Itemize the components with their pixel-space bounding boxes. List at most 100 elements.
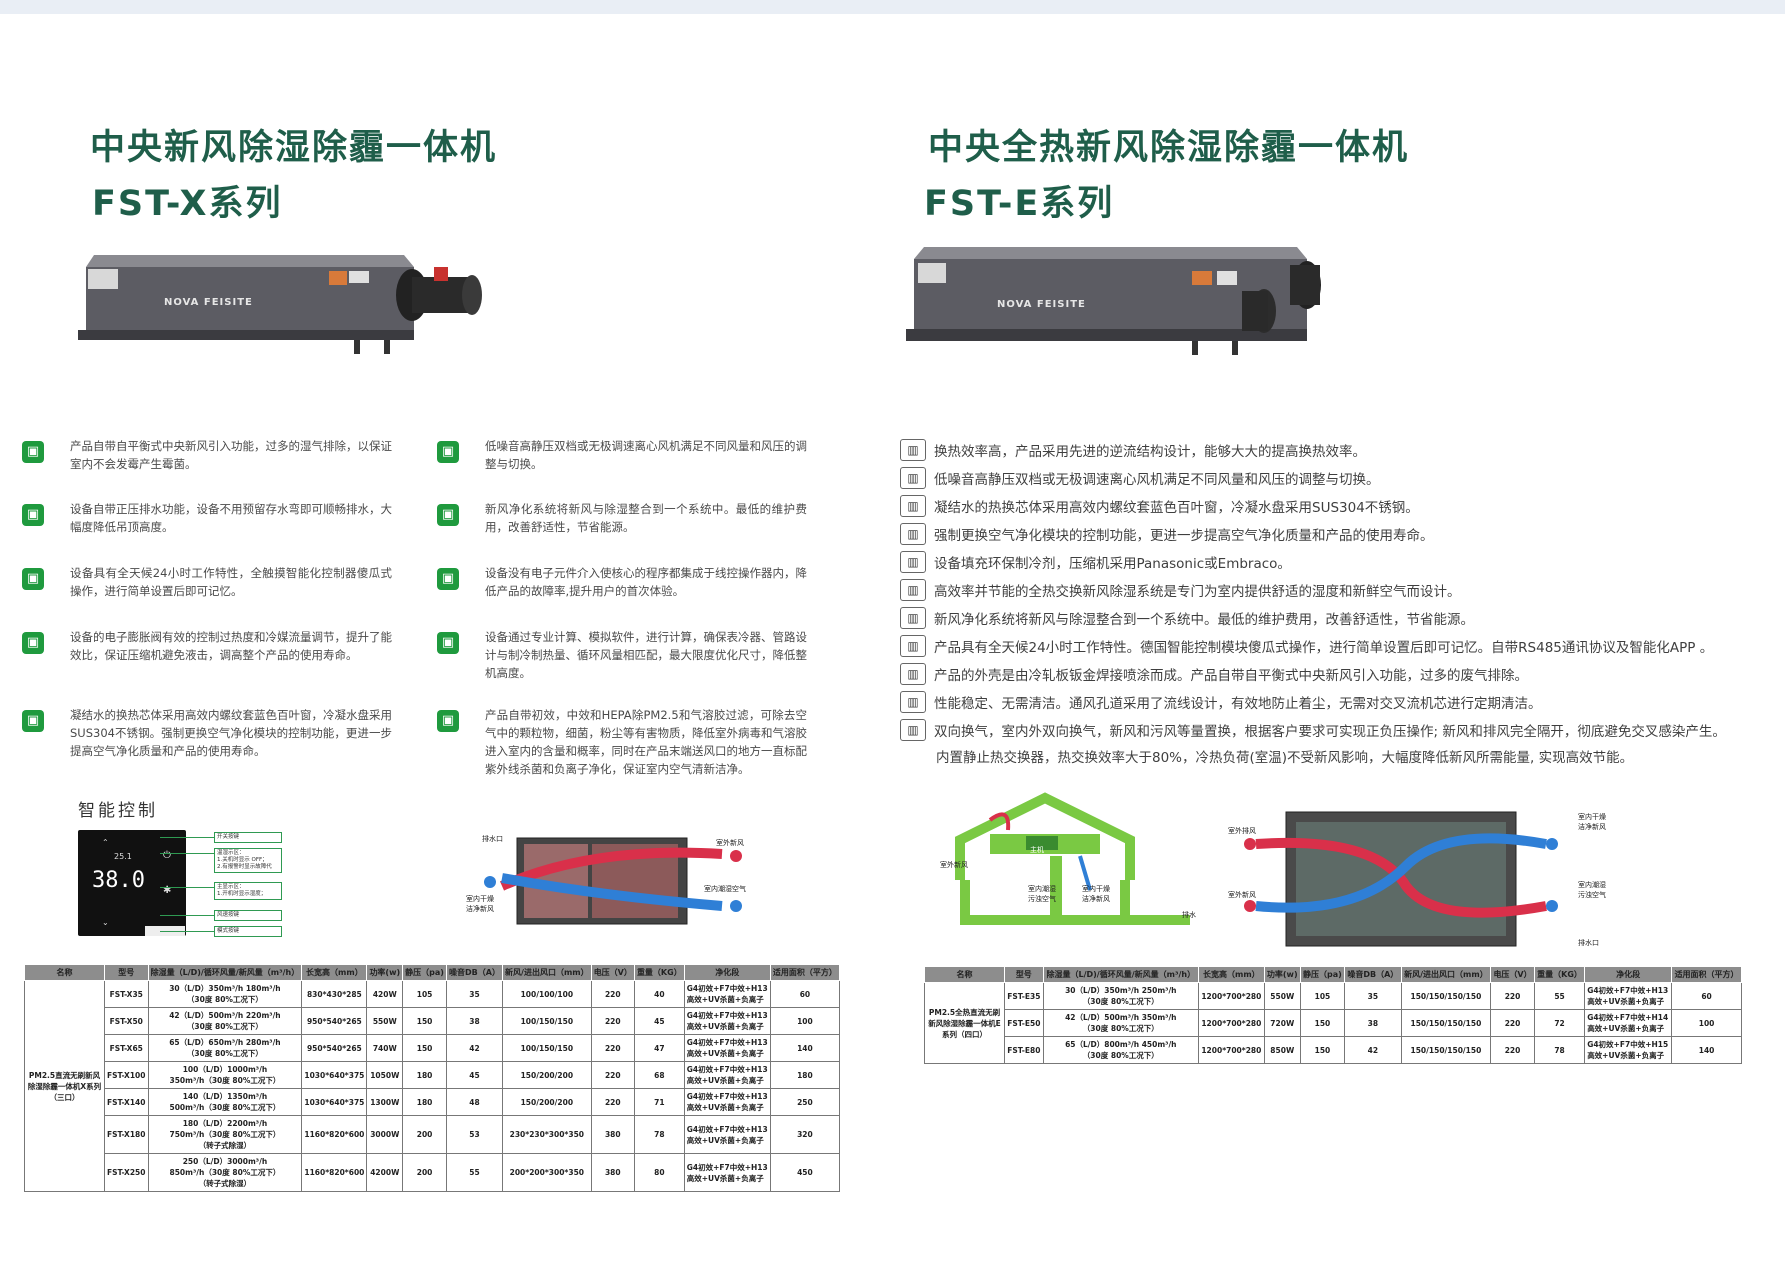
table-cell: 450 <box>769 1153 841 1192</box>
table-cell: 40 <box>633 980 685 1008</box>
left-feature-text: 设备自带正压排水功能，设备不用预留存水弯即可顺畅排水，大幅度降低吊顶高度。 <box>70 502 392 534</box>
table-cell: 38 <box>1344 1009 1402 1037</box>
right-feature-item: ▥高效率并节能的全热交换新风除湿系统是专门为室内提供舒适的湿度和新鲜空气而设计。 <box>900 576 1461 604</box>
table-header-cell: 重量（KG） <box>633 964 685 981</box>
table-header-cell: 净化段 <box>683 964 771 981</box>
left-feature-text: 设备没有电子元件介入使核心的程序都集成于线控操作器内，降低产品的故障率,提升用户… <box>485 566 807 598</box>
right-feature-item: ▥强制更换空气净化模块的控制功能，更进一步提高空气净化质量和产品的使用寿命。 <box>900 520 1434 548</box>
table-cell: 200 <box>402 1153 447 1192</box>
table-header-cell: 适用面积（平方） <box>1671 966 1742 983</box>
up-arrow-icon[interactable]: ⌃ <box>102 838 109 847</box>
left-brand-logo: NOVA FEISITE <box>164 297 253 308</box>
table-cell: FST-E35 <box>1004 982 1044 1010</box>
table-header-cell: 新风/进出风口（mm） <box>1400 966 1492 983</box>
table-cell: G4初效+F7中效+H13 高效+UV杀菌+负离子 <box>683 980 771 1008</box>
table-cell: 80 <box>633 1153 685 1192</box>
table-cell: 150 <box>1299 1009 1346 1037</box>
controller-callout-box: 主显示区： 1.开机时显示湿度； <box>214 882 282 900</box>
table-cell: 42 <box>445 1034 503 1062</box>
table-cell: 720W <box>1263 1009 1301 1037</box>
housing-icon: ▥ <box>900 663 926 685</box>
left-feature-text: 设备具有全天候24小时工作特性，全触摸智能化控制器傻瓜式操作，进行简单设置后即可… <box>70 566 392 598</box>
table-cell: 78 <box>1533 1036 1586 1064</box>
left-feature-item: ▣ 设备没有电子元件介入使核心的程序都集成于线控操作器内，降低产品的故障率,提升用… <box>437 564 807 600</box>
bidirectional-icon: ▥ <box>900 719 926 741</box>
left-feature-text: 产品自带自平衡式中央新风引入功能，过多的湿气排除，以保证室内不会发霉产生霉菌。 <box>70 439 392 471</box>
right-series-title: FST-E系列 <box>924 184 1115 224</box>
table-cell: 47 <box>633 1034 685 1062</box>
left-airflow-diagram <box>484 837 742 925</box>
top-bar <box>0 0 1785 14</box>
left-feature-item: ▣ 产品自带初效，中效和HEPA除PM2.5和气溶胶过滤，可除去空气中的颗粒物，细… <box>437 706 807 778</box>
house-drain-label: 排水 <box>1182 911 1196 919</box>
table-cell: 150/150/150/150 <box>1400 1009 1492 1037</box>
table-cell: 1160*820*600 <box>301 1115 368 1154</box>
heat-exchange-icon: ▥ <box>900 439 926 461</box>
monitor-icon: ▣ <box>437 632 459 654</box>
table-cell: 3000W <box>366 1115 404 1154</box>
table-cell: 850W <box>1263 1036 1301 1064</box>
table-cell: 220 <box>1490 1009 1535 1037</box>
down-arrow-icon[interactable]: ⌄ <box>102 918 109 927</box>
right-feature-text: 低噪音高静压双档或无极调速离心风机满足不同风量和风压的调整与切换。 <box>934 472 1380 488</box>
phone-icon: ▥ <box>900 635 926 657</box>
right-diagram-fresh-label: 室外新风 <box>1228 891 1256 899</box>
controller-callout-box: 模式按键 <box>214 926 282 937</box>
settings-icon: ▣ <box>437 568 459 590</box>
left-feature-item: ▣设备具有全天候24小时工作特性，全触摸智能化控制器傻瓜式操作，进行简单设置后即… <box>22 564 392 600</box>
table-cell: G4初效+F7中效+H13 高效+UV杀菌+负离子 <box>683 1115 771 1154</box>
table-header-cell: 除湿量（L/D)/循环风量/新风量（m³/h） <box>147 964 303 981</box>
table-cell: G4初效+F7中效+H14 高效+UV杀菌+负离子 <box>1584 1009 1673 1037</box>
right-product-title: 中央全热新风除湿除霾一体机 <box>928 128 1410 168</box>
table-header-cell: 重量（KG） <box>1533 966 1586 983</box>
table-header-cell: 适用面积（平方） <box>769 964 841 981</box>
table-cell: 320 <box>769 1115 841 1154</box>
system-icon: ▥ <box>900 607 926 629</box>
house-indoor-clean-label: 室内干燥 洁净新风 <box>1082 885 1110 903</box>
table-cell: 1160*820*600 <box>301 1153 368 1192</box>
table-name-cell: PM2.5全热直流无刷新风除湿除霾一体机E系列（四口） <box>924 982 1005 1064</box>
left-feature-item: ▣凝结水的换热芯体采用高效内螺纹套蓝色百叶窗，冷凝水盘采用SUS304不锈钢。强… <box>22 706 392 760</box>
table-cell: 53 <box>445 1115 503 1154</box>
mode-icon[interactable]: ✱ <box>163 885 172 896</box>
table-cell: 65（L/D）650m³/h 280m³/h （30度 80%工况下） <box>147 1034 303 1062</box>
table-header-cell: 电压（V） <box>1490 966 1535 983</box>
table-header-row: 名称型号除湿量（L/D)/循环风量/新风量（m³/h）长宽高（mm）功率(w)静… <box>24 964 841 981</box>
table-cell: 220 <box>1490 1036 1535 1064</box>
table-cell: 1050W <box>366 1061 404 1089</box>
table-cell: 100/150/150 <box>501 1007 592 1035</box>
left-feature-item: ▣产品自带自平衡式中央新风引入功能，过多的湿气排除，以保证室内不会发霉产生霉菌。 <box>22 437 392 473</box>
house-main-label: 主机 <box>1030 846 1044 854</box>
energy-icon: ▥ <box>900 579 926 601</box>
house-diagram <box>955 792 1190 925</box>
table-cell: 105 <box>402 980 447 1008</box>
table-cell: 220 <box>1490 982 1535 1010</box>
table-cell: 42 <box>1344 1036 1402 1064</box>
power-icon[interactable]: ⏻ <box>163 850 171 861</box>
table-cell: 250 <box>769 1088 841 1116</box>
core-icon: ▥ <box>900 495 926 517</box>
table-header-cell: 噪音DB（A） <box>1344 966 1402 983</box>
table-cell: 38 <box>445 1007 503 1035</box>
table-cell: FST-E50 <box>1004 1009 1044 1037</box>
table-cell: 140（L/D）1350m³/h 500m³/h（30度 80%工况下） <box>147 1088 303 1116</box>
controller-callout-line <box>160 887 214 888</box>
controller-callout-box: 开关按键 <box>214 832 282 843</box>
table-cell: 60 <box>1671 982 1742 1010</box>
right-feature-text: 双向换气，室内外双向换气，新风和污风等量置换，根据客户要求可实现正负压操作; 新… <box>934 724 1726 740</box>
table-cell: 150 <box>402 1034 447 1062</box>
table-cell: 78 <box>633 1115 685 1154</box>
table-cell: 380 <box>590 1115 635 1154</box>
controller-callout-line <box>160 837 214 838</box>
table-cell: 42（L/D）500m³/h 350m³/h （30度 80%工况下） <box>1042 1009 1199 1037</box>
left-feature-text: 产品自带初效，中效和HEPA除PM2.5和气溶胶过滤，可除去空气中的颗粒物，细菌… <box>485 708 807 776</box>
table-cell: G4初效+F7中效+H13 高效+UV杀菌+负离子 <box>683 1088 771 1116</box>
left-diagram-indoor-humid-label: 室内潮湿空气 <box>704 885 746 893</box>
purify-icon: ▣ <box>437 710 459 732</box>
